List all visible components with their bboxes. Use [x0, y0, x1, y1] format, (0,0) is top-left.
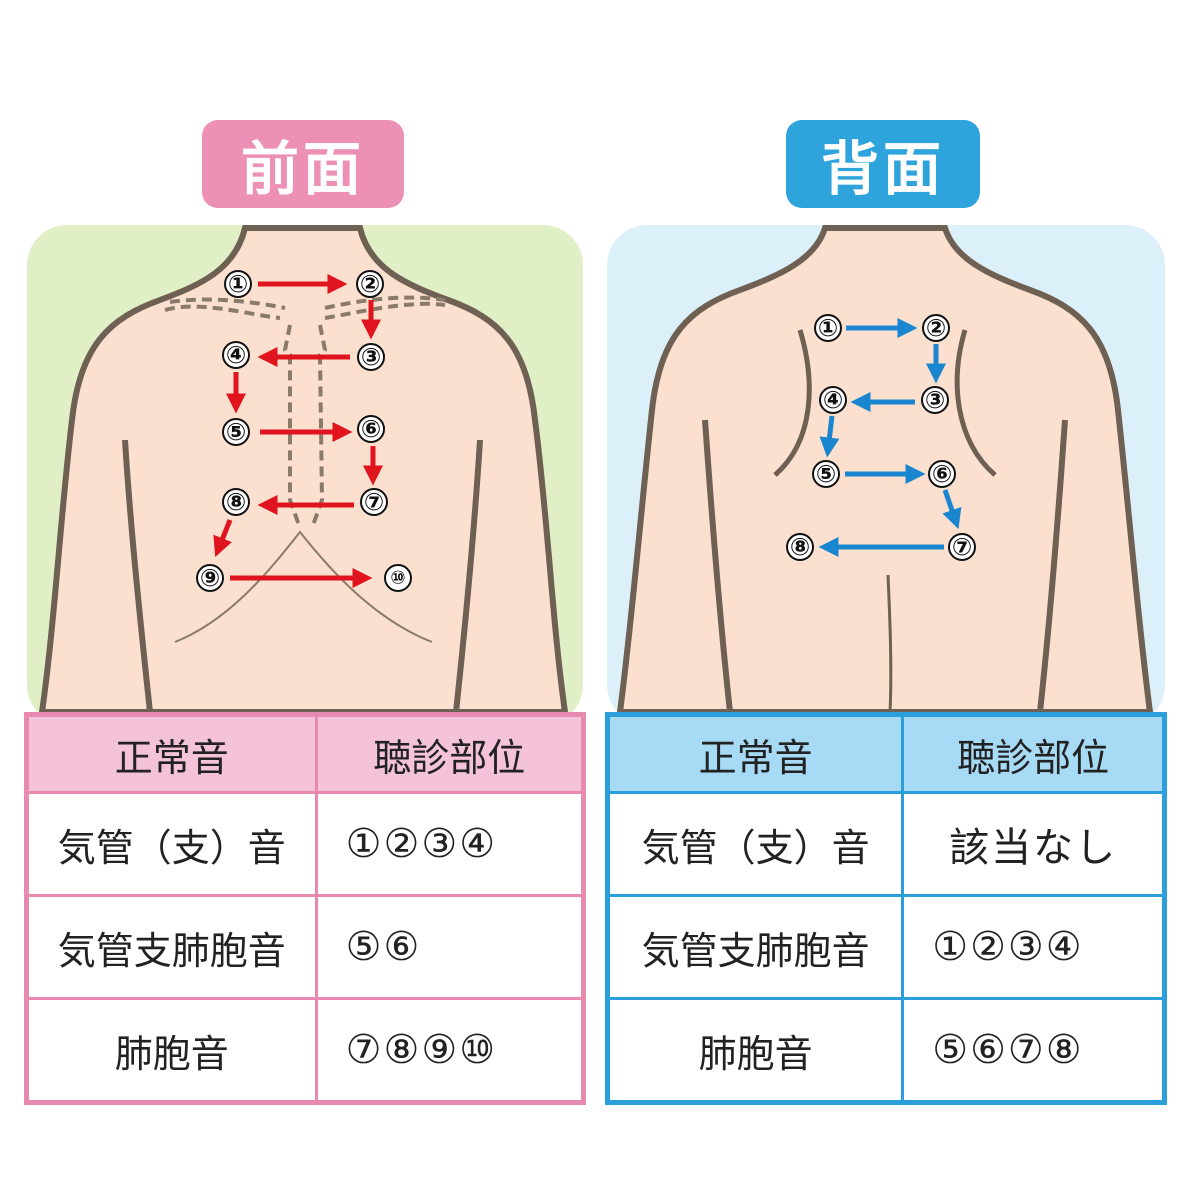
- front-table: 正常音 聴診部位 気管（支）音 ①②③④ 気管支肺胞音 ⑤⑥ 肺胞音 ⑦⑧⑨⑩: [24, 712, 586, 1105]
- table-row: 気管（支）音 ①②③④: [25, 791, 586, 897]
- table-row: 肺胞音 ⑤⑥⑦⑧: [605, 997, 1166, 1104]
- positions: ①②③④: [901, 894, 1166, 1000]
- sound-name: 肺胞音: [605, 997, 905, 1104]
- sound-name: 気管支肺胞音: [605, 894, 905, 1000]
- table-header-row: 正常音 聴診部位: [25, 713, 586, 794]
- front-point-3: ③: [361, 343, 381, 371]
- back-view-title: 背面: [786, 120, 980, 208]
- right-scapula: [954, 329, 997, 477]
- front-auscultation-points: ① ② ③ ④ ⑤ ⑥ ⑦ ⑧ ⑨ ⑩: [196, 270, 412, 592]
- front-point-8: ⑧: [226, 488, 246, 516]
- sound-name: 肺胞音: [25, 997, 318, 1104]
- header-sound: 正常音: [605, 713, 905, 794]
- front-point-1: ①: [228, 270, 248, 298]
- back-figure: ① ② ③ ④ ⑤ ⑥ ⑦ ⑧: [607, 225, 1165, 725]
- front-point-5: ⑤: [226, 418, 246, 446]
- front-view-title: 前面: [202, 120, 404, 208]
- header-position: 聴診部位: [901, 713, 1166, 794]
- header-position: 聴診部位: [314, 713, 586, 794]
- front-point-7: ⑦: [364, 488, 384, 516]
- table-row: 気管（支）音 該当なし: [605, 791, 1166, 897]
- front-point-2: ②: [360, 270, 380, 298]
- table-header-row: 正常音 聴診部位: [605, 713, 1166, 794]
- front-point-10: ⑩: [390, 568, 405, 589]
- back-point-5: ⑤: [816, 460, 836, 488]
- back-point-4: ④: [823, 386, 843, 414]
- front-point-9: ⑨: [200, 564, 220, 592]
- back-auscultation-points: ① ② ③ ④ ⑤ ⑥ ⑦ ⑧: [786, 314, 976, 561]
- right-arm-line: [1037, 419, 1068, 713]
- back-point-2: ②: [926, 314, 946, 342]
- front-point-6: ⑥: [361, 415, 381, 443]
- positions: 該当なし: [901, 791, 1166, 897]
- positions: ⑦⑧⑨⑩: [314, 997, 586, 1104]
- back-arrows: [818, 318, 962, 557]
- table-row: 気管支肺胞音 ①②③④: [605, 894, 1166, 1000]
- back-point-1: ①: [818, 314, 838, 342]
- left-arm-line: [122, 439, 153, 713]
- back-point-3: ③: [925, 386, 945, 414]
- front-arrows: [213, 274, 383, 588]
- left-arm-line: [702, 419, 733, 713]
- spine-line: [886, 574, 893, 713]
- positions: ①②③④: [314, 791, 586, 897]
- sound-name: 気管支肺胞音: [25, 894, 318, 1000]
- back-point-6: ⑥: [932, 460, 952, 488]
- back-point-8: ⑧: [790, 533, 810, 561]
- sound-name: 気管（支）音: [605, 791, 905, 897]
- front-point-4: ④: [226, 341, 246, 369]
- header-sound: 正常音: [25, 713, 318, 794]
- table-row: 肺胞音 ⑦⑧⑨⑩: [25, 997, 586, 1104]
- positions: ⑤⑥⑦⑧: [901, 997, 1166, 1104]
- sound-name: 気管（支）音: [25, 791, 318, 897]
- positions: ⑤⑥: [314, 894, 586, 1000]
- ribcage-line: [174, 530, 433, 643]
- left-scapula: [773, 329, 812, 477]
- front-figure: ① ② ③ ④ ⑤ ⑥ ⑦ ⑧ ⑨ ⑩: [27, 225, 583, 725]
- back-table: 正常音 聴診部位 気管（支）音 該当なし 気管支肺胞音 ①②③④ 肺胞音 ⑤⑥⑦…: [605, 712, 1167, 1105]
- back-point-7: ⑦: [952, 533, 972, 561]
- right-arm-line: [453, 439, 483, 713]
- table-row: 気管支肺胞音 ⑤⑥: [25, 894, 586, 1000]
